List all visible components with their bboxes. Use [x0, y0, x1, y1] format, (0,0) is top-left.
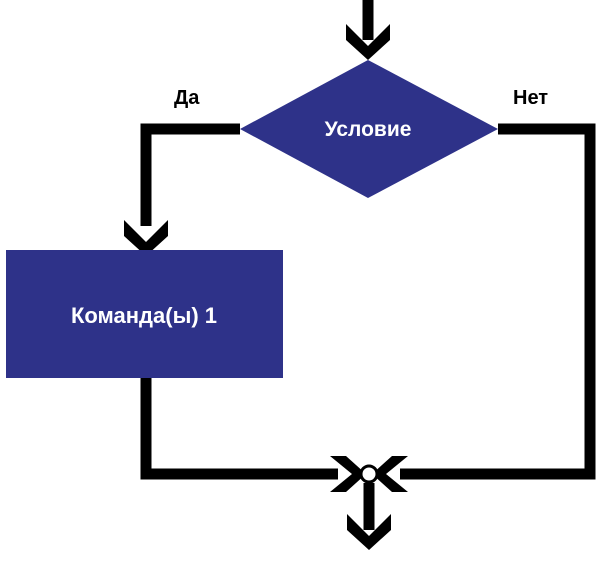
yes-arrow-icon: [124, 220, 168, 256]
exit-arrow-icon: [347, 514, 391, 550]
no-label: Нет: [513, 87, 548, 109]
merge-right-arrow-icon: [372, 456, 408, 492]
condition-diamond: [240, 60, 498, 198]
yes-label: Да: [174, 87, 200, 109]
merge-point: [359, 464, 379, 484]
no-branch-line: [400, 123, 596, 480]
command-box: [6, 250, 283, 378]
condition-label: Условие: [325, 118, 412, 141]
entry-arrow-icon: [346, 24, 390, 60]
command-exit-line: [140, 378, 338, 480]
command-label: Команда(ы) 1: [71, 303, 217, 328]
merge-left-arrow-icon: [330, 456, 366, 492]
yes-branch-line: [140, 123, 240, 226]
